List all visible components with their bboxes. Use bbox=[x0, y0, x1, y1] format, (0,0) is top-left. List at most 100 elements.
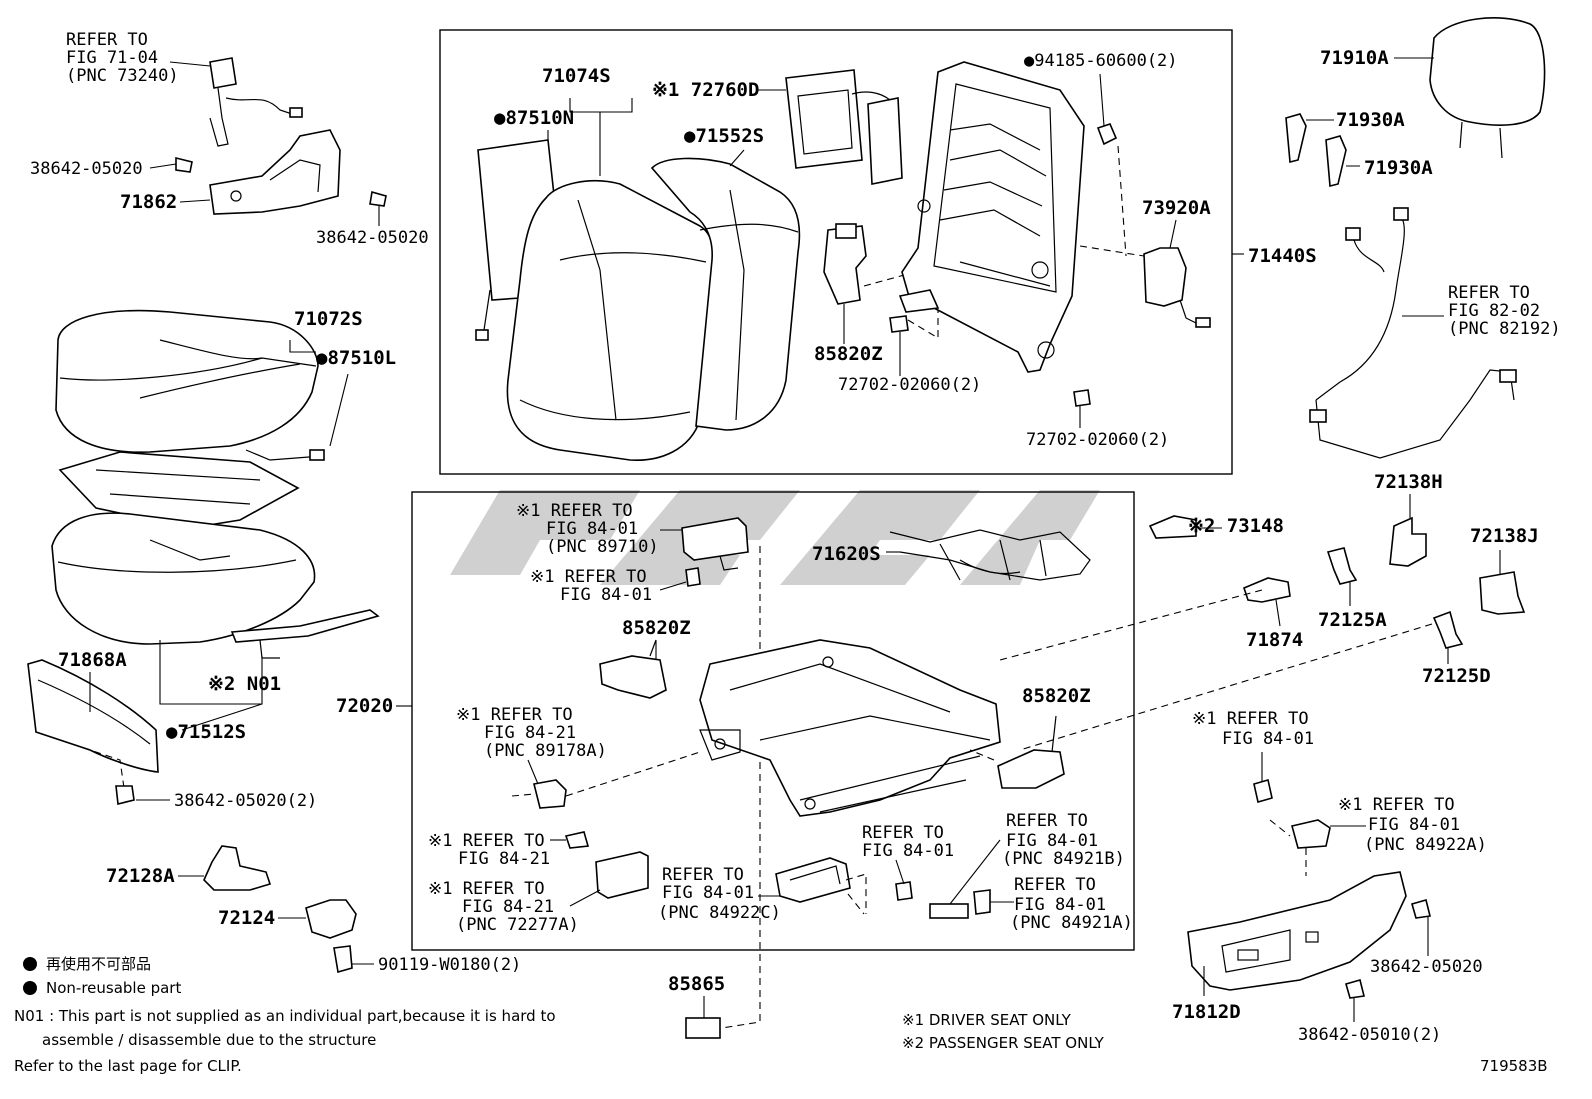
label-sensor-ref-1: ※1 REFER TO bbox=[456, 705, 573, 725]
leader-bolt-ref-b bbox=[895, 859, 905, 885]
motor-85820Z-top-icon bbox=[823, 223, 867, 305]
label-wire-ref-2: FIG 82-02 bbox=[1448, 301, 1540, 321]
legend-note1: ※1 DRIVER SEAT ONLY bbox=[902, 1011, 1072, 1029]
label-73148: ※2 73148 bbox=[1188, 515, 1284, 537]
label-38642e: 38642-05010(2) bbox=[1298, 1025, 1441, 1045]
legend-non-reusable-jp: 再使用不可部品 bbox=[46, 955, 151, 973]
label-85865: 85865 bbox=[668, 973, 725, 995]
label-87510N: ●87510N bbox=[494, 107, 574, 129]
dash-switch bbox=[1269, 819, 1307, 876]
bolt-ref-right-icon bbox=[1253, 778, 1273, 804]
motor-85820Z-right-icon bbox=[997, 715, 1065, 789]
label-71930A-a: 71930A bbox=[1336, 109, 1405, 131]
dash-ecu-plug bbox=[721, 546, 761, 1029]
label-94185: ●94185-60600(2) bbox=[1024, 51, 1178, 71]
label-38642b: 38642-05020 bbox=[316, 228, 429, 248]
dash-assembly bbox=[999, 589, 1433, 751]
label-screw-ref-1: ※1 REFER TO bbox=[428, 831, 545, 851]
label-ecu-ref-1: ※1 REFER TO bbox=[516, 501, 633, 521]
label-bolt-ref-b-2: FIG 84-01 bbox=[862, 841, 954, 861]
bolt-72702-icon bbox=[889, 315, 1091, 407]
leader-71512S bbox=[159, 640, 263, 731]
screw-ref-icon bbox=[564, 831, 590, 849]
trim-cover-71868A-icon bbox=[27, 659, 159, 773]
label-71910A: 71910A bbox=[1320, 47, 1389, 69]
bolt-38642d-icon bbox=[1411, 899, 1431, 919]
label-72020: 72020 bbox=[336, 695, 393, 717]
label-knob-b-ref-2: FIG 84-01 bbox=[1006, 831, 1098, 851]
label-71930A-b: 71930A bbox=[1364, 157, 1433, 179]
label-72128A: 72128A bbox=[106, 865, 175, 887]
label-38642d: 38642-05020 bbox=[1370, 957, 1483, 977]
label-switch-ref-1: REFER TO bbox=[662, 865, 744, 885]
label-module-ref-3: (PNC 72277A) bbox=[456, 915, 579, 935]
bullet-icon bbox=[23, 981, 37, 995]
label-module-ref-1: ※1 REFER TO bbox=[428, 879, 545, 899]
label-72138H: 72138H bbox=[1374, 471, 1443, 493]
label-71440S: 71440S bbox=[1248, 245, 1317, 267]
dash-71868A bbox=[59, 739, 125, 789]
label-knob-b-ref-3: (PNC 84921B) bbox=[1002, 849, 1125, 869]
label-72760D: ※1 72760D bbox=[652, 79, 759, 101]
label-71812D: 71812D bbox=[1172, 1001, 1241, 1023]
leader-71862 bbox=[149, 163, 380, 226]
seatback-cover-icon bbox=[506, 180, 716, 461]
knob-84921A-icon bbox=[973, 889, 991, 915]
label-72702a: 72702-02060(2) bbox=[838, 375, 981, 395]
label-knob-a-ref-2: FIG 84-01 bbox=[1014, 895, 1106, 915]
bolt-ref-b-icon bbox=[895, 881, 913, 901]
label-ecu-ref-2: FIG 84-01 bbox=[546, 519, 638, 539]
seat-heater-mat-icon bbox=[58, 449, 325, 529]
motor-85820Z-mid-icon bbox=[599, 639, 667, 699]
legend: 再使用不可部品 Non-reusable part N01 : This par… bbox=[14, 955, 1548, 1075]
label-bolt-ref-2: FIG 84-01 bbox=[560, 585, 652, 605]
bolt-ref-icon bbox=[685, 567, 701, 587]
seatback-cover-71552S-icon bbox=[650, 157, 801, 431]
label-seatbelt-ref-3: (PNC 73240) bbox=[66, 66, 179, 86]
label-knob-a-ref-1: REFER TO bbox=[1014, 875, 1096, 895]
watermark-logo bbox=[450, 490, 1100, 585]
leader-73920A bbox=[1169, 219, 1177, 249]
cover-72138H-icon bbox=[1389, 516, 1427, 567]
label-71862: 71862 bbox=[120, 191, 177, 213]
sensor-icon bbox=[533, 779, 567, 809]
seat-bracket-71862-icon bbox=[175, 129, 387, 215]
label-bolt-ref-b-1: REFER TO bbox=[862, 823, 944, 843]
label-85820Z-mid: 85820Z bbox=[622, 617, 691, 639]
plug-85865-icon bbox=[685, 1017, 721, 1039]
label-switch-a-ref-3: (PNC 84922A) bbox=[1364, 835, 1487, 855]
side-airbag-73920A-icon bbox=[1143, 247, 1211, 328]
leader-71874 bbox=[1275, 599, 1281, 627]
label-71868A: 71868A bbox=[58, 649, 127, 671]
legend-note2: ※2 PASSENGER SEAT ONLY bbox=[902, 1034, 1105, 1052]
label-wire-ref-3: (PNC 82192) bbox=[1448, 319, 1561, 339]
label-n01: ※2 N01 bbox=[208, 673, 281, 695]
leader-module bbox=[569, 889, 601, 907]
label-71874: 71874 bbox=[1246, 629, 1303, 651]
leader-knob-84921B bbox=[949, 839, 1001, 905]
bolt-icon bbox=[115, 785, 135, 805]
label-38642c: 38642-05020(2) bbox=[174, 791, 317, 811]
side-shield-71812D-icon bbox=[1187, 871, 1407, 991]
seat-cushion-pad-icon bbox=[55, 309, 319, 453]
label-knob-b-ref-1: REFER TO bbox=[1006, 811, 1088, 831]
knob-84921B-icon bbox=[929, 903, 969, 919]
label-switch-ref-3: (PNC 84922C) bbox=[658, 903, 781, 923]
dash-motor bbox=[863, 273, 909, 287]
label-87510L: ●87510L bbox=[316, 347, 396, 369]
label-seatbelt-ref-1: REFER TO bbox=[66, 30, 148, 50]
leader-seatback bbox=[547, 98, 745, 176]
label-sensor-ref-2: FIG 84-21 bbox=[484, 723, 576, 743]
label-switch-ref-2: FIG 84-01 bbox=[662, 883, 754, 903]
legend-n01-line1: N01 : This part is not supplied as an in… bbox=[14, 1007, 556, 1025]
label-switch-a-ref-2: FIG 84-01 bbox=[1368, 815, 1460, 835]
label-bolt-right-ref-2: FIG 84-01 bbox=[1222, 729, 1314, 749]
cover-72125D-icon bbox=[1432, 610, 1464, 649]
label-71620S: 71620S bbox=[812, 543, 881, 565]
label-bolt-ref-1: ※1 REFER TO bbox=[530, 567, 647, 587]
seat-cushion-cover-icon bbox=[51, 512, 316, 645]
label-38642a: 38642-05020 bbox=[30, 159, 143, 179]
bullet-icon bbox=[23, 957, 37, 971]
label-85820Z-right: 85820Z bbox=[1022, 685, 1091, 707]
